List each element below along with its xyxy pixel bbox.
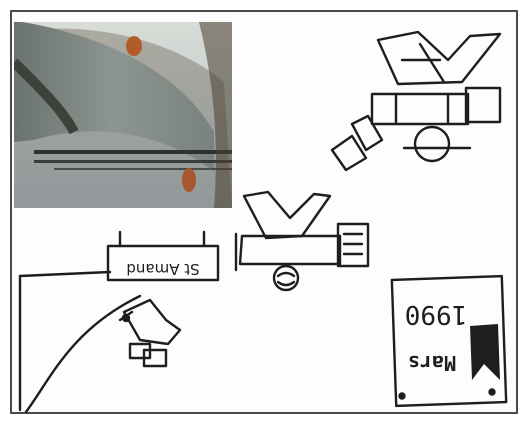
hill-drawing [20,272,140,412]
card-month: Mars [408,351,456,375]
aircraft-drawing-upper [332,32,500,170]
card-year: 1990 [405,299,468,329]
aircraft-drawing-small [120,300,180,366]
sign-label: St Amand [126,260,199,278]
aircraft-drawing-middle [236,192,368,290]
date-card-drawing [392,276,506,406]
